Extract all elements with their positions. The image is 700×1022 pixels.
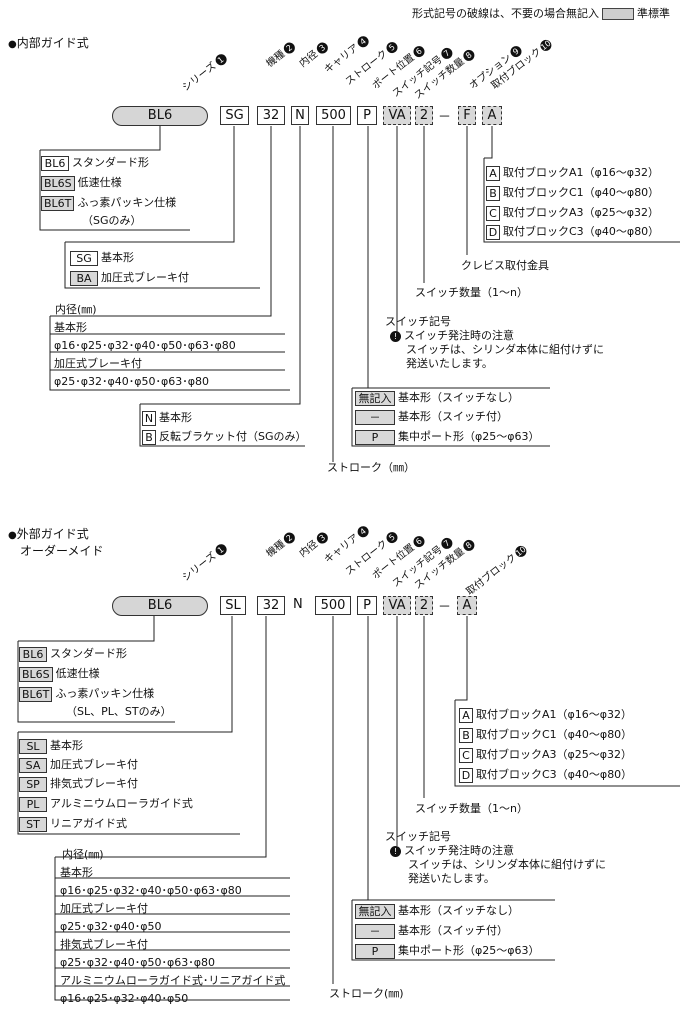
bore-row-values: φ16･φ25･φ32･φ40･φ50･φ63･φ80 — [60, 884, 242, 897]
stroke-label: ストローク（㎜） — [327, 461, 415, 474]
code-qty: 2 — [415, 596, 433, 615]
code-stroke: 500 — [315, 596, 351, 615]
option-label: クレビス取付金具 — [461, 259, 549, 272]
code-stroke: 500 — [316, 106, 351, 125]
switch-note-line: 発送いたします。 — [408, 872, 495, 885]
code-model: SG — [220, 106, 249, 125]
warning-icon: ! — [390, 330, 401, 342]
switch-note-line: スイッチは、シリンダ本体に組付けずに — [406, 343, 604, 356]
switch-warning: !スイッチ発注時の注意 — [390, 328, 514, 344]
code-dash: － — [438, 110, 452, 125]
section-title: ●内部ガイド式 — [8, 35, 89, 53]
legend-gray-swatch — [602, 8, 634, 20]
code-switch: VA — [383, 106, 411, 125]
bore-row-label: 基本形 — [60, 866, 93, 879]
port-option: －基本形（スイッチ付） — [355, 408, 508, 426]
port-option: 無記入基本形（スイッチなし） — [355, 389, 519, 407]
bore-row-label: 加圧式ブレーキ付 — [60, 902, 148, 915]
format-note-text: 形式記号の破線は、不要の場合無記入 — [412, 7, 599, 20]
format-note: 形式記号の破線は、不要の場合無記入 準標準 — [412, 7, 670, 21]
code-carrier: N — [293, 597, 303, 612]
switch-title: スイッチ記号 — [385, 830, 451, 843]
port-option: 無記入基本形（スイッチなし） — [355, 902, 519, 920]
bore-title: 内径(㎜) — [62, 848, 104, 861]
warning-icon: ! — [390, 845, 401, 857]
code-dash: － — [438, 600, 452, 615]
switch-note-line: スイッチは、シリンダ本体に組付けずに — [408, 858, 606, 871]
code-port: P — [357, 596, 377, 615]
series-note: （SL、PL、STのみ） — [66, 705, 172, 718]
bore-row-label: 排気式ブレーキ付 — [60, 938, 148, 951]
bore-row-label: 基本形 — [54, 321, 87, 334]
switch-note-line: 発送いたします。 — [406, 357, 493, 370]
bore-row-label: アルミニウムローラガイド式･リニアガイド式 — [60, 974, 286, 987]
bore-title: 内径(㎜) — [55, 303, 97, 316]
switch-title: スイッチ記号 — [385, 315, 451, 328]
bore-row-values: φ16･φ25･φ32･φ40･φ50･φ63･φ80 — [54, 339, 236, 352]
code-bore: 32 — [257, 596, 285, 615]
code-carrier: N — [291, 106, 309, 125]
bore-row-values: φ25･φ32･φ40･φ50 — [60, 920, 162, 933]
code-port: P — [357, 106, 377, 125]
code-option: F — [458, 106, 476, 125]
qty-label: スイッチ数量（1～n） — [415, 802, 528, 815]
code-series: BL6 — [112, 596, 208, 616]
bullet-icon: ● — [8, 530, 17, 541]
code-qty: 2 — [415, 106, 433, 125]
bullet-icon: ● — [8, 39, 17, 50]
code-bore: 32 — [257, 106, 285, 125]
code-block: A — [482, 106, 502, 125]
code-switch: VA — [383, 596, 411, 615]
legend-label: 準標準 — [637, 7, 670, 20]
qty-label: スイッチ数量（1～n） — [415, 286, 528, 299]
bore-row-values: φ16･φ25･φ32･φ40･φ50 — [60, 992, 189, 1005]
code-series: BL6 — [112, 106, 208, 126]
switch-warning: !スイッチ発注時の注意 — [390, 843, 514, 859]
section-title: ●外部ガイド式 — [8, 527, 89, 541]
code-block: A — [457, 596, 477, 615]
section-title-text: 内部ガイド式 — [16, 36, 89, 50]
section-subtitle: オーダーメイド — [20, 544, 104, 558]
series-note: （SGのみ） — [82, 214, 142, 227]
code-model: SL — [220, 596, 246, 615]
bore-row-values: φ25･φ32･φ40･φ50･φ63･φ80 — [54, 375, 210, 388]
port-option: －基本形（スイッチ付） — [355, 922, 508, 940]
stroke-label: ストローク(㎜) — [329, 987, 404, 1000]
bore-row-label: 加圧式ブレーキ付 — [54, 357, 142, 370]
bore-row-values: φ25･φ32･φ40･φ50･φ63･φ80 — [60, 956, 216, 969]
